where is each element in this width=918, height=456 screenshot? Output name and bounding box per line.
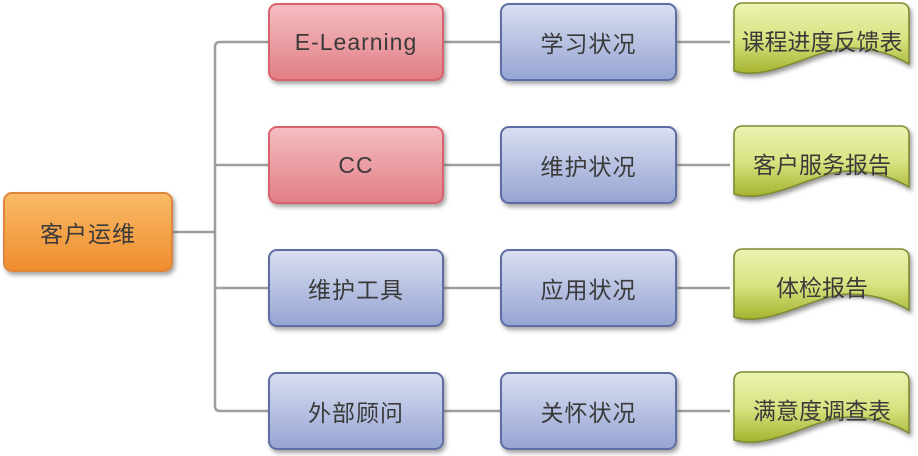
- report-doc-shapes: [733, 2, 910, 443]
- report-doc-row3: 体检报告: [729, 249, 915, 323]
- root-node-label: 客户运维: [40, 221, 136, 247]
- connector-status-report: [677, 40, 730, 413]
- report-label: 满意度调查表: [753, 398, 891, 424]
- report-label: 体检报告: [776, 275, 868, 301]
- source-label: 外部顾问: [308, 400, 404, 426]
- status-box-row3: 应用状况: [500, 249, 677, 327]
- source-box-row1: E-Learning: [268, 3, 444, 81]
- report-label: 课程进度反馈表: [741, 29, 903, 55]
- status-box-row4: 关怀状况: [500, 372, 677, 450]
- report-doc-row1: 课程进度反馈表: [729, 3, 915, 77]
- status-label: 维护状况: [540, 154, 637, 180]
- root-node: 客户运维: [3, 192, 173, 272]
- source-box-row3: 维护工具: [268, 249, 444, 327]
- report-doc-row2: 客户服务报告: [729, 126, 915, 200]
- report-doc-shape: [733, 125, 910, 197]
- connector-trunk: [213, 40, 268, 413]
- status-label: 学习状况: [540, 31, 637, 57]
- connector-source-status: [444, 40, 500, 413]
- report-doc-row4: 满意度调查表: [729, 372, 915, 446]
- source-label: E-Learning: [294, 28, 418, 55]
- report-doc-shape: [733, 371, 910, 443]
- source-label: CC: [338, 151, 374, 178]
- status-label: 关怀状况: [540, 400, 637, 426]
- report-label: 客户服务报告: [753, 152, 891, 178]
- source-box-row4: 外部顾问: [268, 372, 444, 450]
- report-doc-shape: [733, 248, 910, 320]
- status-label: 应用状况: [540, 277, 637, 303]
- report-doc-shape: [733, 2, 910, 74]
- source-box-row2: CC: [268, 126, 444, 204]
- status-box-row1: 学习状况: [500, 3, 677, 81]
- status-box-row2: 维护状况: [500, 126, 677, 204]
- source-label: 维护工具: [308, 277, 404, 303]
